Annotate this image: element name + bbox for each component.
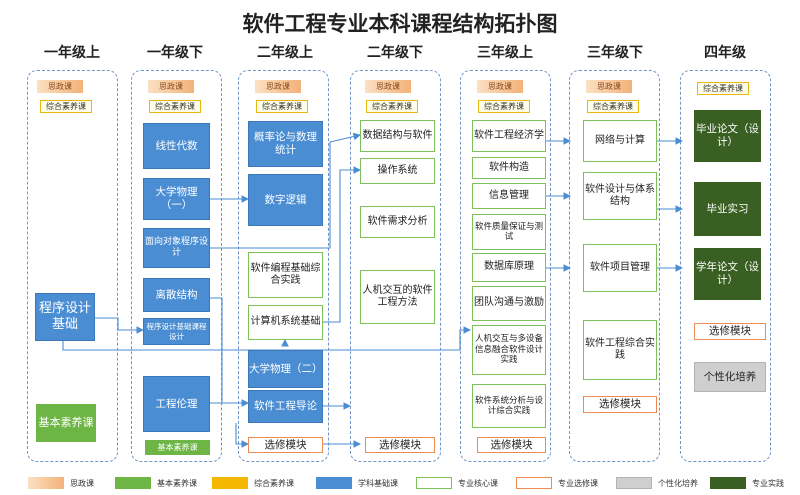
semester-header-1: 一年级上: [44, 45, 100, 61]
legend-label: 思政课: [70, 478, 94, 488]
course-graduation-thesis: 毕业论文（设计）: [694, 110, 761, 162]
legend-item-sizheng: 思政课: [28, 476, 94, 490]
course-basic-literacy-s2: 基本素养课: [145, 440, 210, 455]
course-info-management: 信息管理: [472, 183, 546, 209]
course-year-paper: 学年论文（设计）: [694, 248, 761, 300]
elective-module-s7: 选修模块: [694, 323, 766, 340]
course-prog-design-project: 程序设计基础课程设计: [143, 318, 210, 345]
course-se-practice: 软件工程综合实践: [583, 320, 657, 380]
course-sw-construction: 软件构造: [472, 157, 546, 179]
legend-item-basic: 基本素养课: [115, 476, 197, 490]
legend-item-core: 专业核心课: [416, 476, 498, 490]
semester-column-3: [238, 70, 329, 462]
legend-label: 学科基础课: [358, 478, 398, 488]
semester-header-7: 四年级: [704, 45, 746, 61]
course-digital-logic: 数字逻辑: [248, 174, 323, 226]
course-engineering-ethics: 工程伦理: [143, 376, 210, 432]
course-sw-programming-practice: 软件编程基础综合实践: [248, 252, 323, 298]
tag-sizheng-s1: 思政课: [37, 80, 83, 93]
tag-zonghe-s2: 综合素养课: [149, 100, 201, 113]
course-linear-algebra: 线性代数: [143, 123, 210, 169]
course-prog-basics: 程序设计基础: [35, 293, 95, 341]
course-se-economics: 软件工程经济学: [472, 120, 546, 152]
tag-zonghe-s6: 综合素养课: [587, 100, 639, 113]
course-hci-methods: 人机交互的软件工程方法: [360, 270, 435, 324]
semester-header-4: 二年级下: [367, 45, 423, 61]
course-design-architecture: 软件设计与体系结构: [583, 172, 657, 220]
semester-header-6: 三年级下: [587, 45, 643, 61]
tag-zonghe-s5: 综合素养课: [478, 100, 530, 113]
elective-module-s3: 选修模块: [248, 437, 323, 453]
legend-item-practice: 专业实践: [710, 476, 784, 490]
arrow-oop-to-ds: [210, 132, 362, 249]
course-system-analysis: 软件系统分析与设计综合实践: [472, 384, 546, 428]
semester-column-1: [27, 70, 118, 462]
arrow-ethics-to-elective: [235, 423, 250, 448]
elective-module-s5: 选修模块: [477, 437, 546, 453]
semester-column-2: [131, 70, 222, 462]
course-operating-systems: 操作系统: [360, 158, 435, 184]
legend-label: 基本素养课: [157, 478, 197, 488]
tag-sizheng-s3: 思政课: [255, 80, 301, 93]
course-requirements: 软件需求分析: [360, 206, 435, 238]
arrow-prog-to-construct: [62, 326, 472, 351]
legend-swatch: [710, 477, 746, 489]
course-networks: 网络与计算: [583, 120, 657, 162]
semester-column-5: [460, 70, 551, 462]
legend-item-foundation: 学科基础课: [316, 476, 398, 490]
legend-label: 综合素养课: [254, 478, 294, 488]
arrow-prog-to-progcomp: [95, 317, 145, 334]
course-hci-multidevice: 人机交互与多设备信息融合软件设计实践: [472, 325, 546, 375]
semester-header-5: 三年级上: [477, 45, 533, 61]
tag-sizheng-s4: 思政课: [365, 80, 411, 93]
legend-label: 个性化培养: [658, 478, 698, 488]
course-se-intro: 软件工程导论: [248, 390, 323, 423]
course-discrete: 离散结构: [143, 278, 210, 312]
course-probability: 概率论与数理统计: [248, 121, 323, 167]
course-data-structures: 数据结构与软件: [360, 120, 435, 152]
elective-module-s6: 选修模块: [583, 396, 657, 413]
course-database: 数据库原理: [472, 253, 546, 282]
course-physics-2: 大学物理（二）: [248, 350, 323, 388]
legend-swatch: [616, 477, 652, 489]
legend-item-personal: 个性化培养: [616, 476, 698, 490]
course-quality-testing: 软件质量保证与测试: [472, 214, 546, 250]
legend-swatch: [212, 477, 248, 489]
legend-swatch: [416, 477, 452, 489]
course-computer-systems: 计算机系统基础: [248, 305, 323, 340]
legend-swatch: [115, 477, 151, 489]
semester-header-2: 一年级下: [147, 45, 203, 61]
legend-label: 专业实践: [752, 478, 784, 488]
tag-sizheng-s5: 思政课: [477, 80, 523, 93]
legend-swatch: [28, 477, 64, 489]
course-basic-literacy-s1: 基本素养课: [36, 404, 96, 442]
legend-label: 专业核心课: [458, 478, 498, 488]
page-title: 软件工程专业本科课程结构拓扑图: [242, 12, 558, 36]
course-graduation-internship: 毕业实习: [694, 182, 761, 236]
semester-header-3: 二年级上: [257, 45, 313, 61]
elective-module-s4: 选修模块: [365, 437, 435, 453]
personalized-training: 个性化培养: [694, 362, 766, 392]
tag-sizheng-s6: 思政课: [586, 80, 632, 93]
tag-zonghe-s4: 综合素养课: [366, 100, 418, 113]
tag-zonghe-s3: 综合素养课: [256, 100, 308, 113]
course-team-communication: 团队沟通与激励: [472, 286, 546, 321]
semester-column-4: [350, 70, 441, 462]
tag-zonghe-s7: 综合素养课: [697, 82, 749, 95]
arrow-arch-to-os: [323, 166, 362, 323]
course-physics-1: 大学物理（一）: [143, 178, 210, 220]
legend-swatch: [316, 477, 352, 489]
course-oop: 面向对象程序设计: [143, 228, 210, 268]
tag-zonghe-s1: 综合素养课: [40, 100, 92, 113]
course-project-management: 软件项目管理: [583, 244, 657, 292]
legend-swatch: [516, 477, 552, 489]
tag-sizheng-s2: 思政课: [148, 80, 194, 93]
legend-item-comprehensive: 综合素养课: [212, 476, 294, 490]
legend-label: 专业选修课: [558, 478, 598, 488]
legend-item-elective: 专业选修课: [516, 476, 598, 490]
